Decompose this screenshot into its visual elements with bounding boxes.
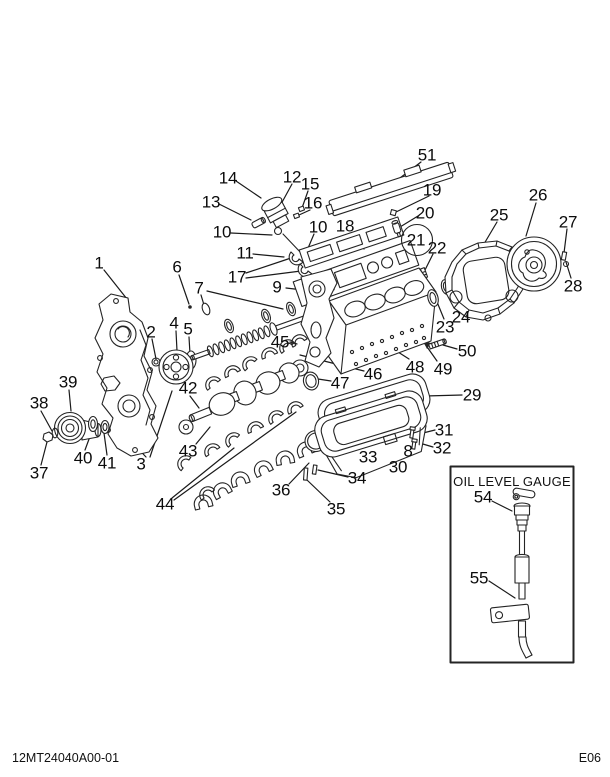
part-label-6[interactable]: 6 xyxy=(172,257,182,277)
part-label-48[interactable]: 48 xyxy=(405,357,425,377)
part-label-1[interactable]: 1 xyxy=(94,253,104,273)
part-label-34[interactable]: 34 xyxy=(347,468,367,488)
part-label-44[interactable]: 44 xyxy=(155,494,175,514)
part-label-47[interactable]: 47 xyxy=(330,373,350,393)
inset-title: OIL LEVEL GAUGE xyxy=(453,474,571,489)
part-label-24[interactable]: 24 xyxy=(451,307,471,327)
dipstick-drawing xyxy=(489,487,536,659)
part-label-3[interactable]: 3 xyxy=(136,454,146,474)
part-label-9[interactable]: 9 xyxy=(272,277,282,297)
part-label-15[interactable]: 15 xyxy=(300,174,320,194)
part-label-49[interactable]: 49 xyxy=(433,359,453,379)
part-label-51[interactable]: 51 xyxy=(417,145,437,165)
part-label-14[interactable]: 14 xyxy=(218,168,238,188)
part-label-38[interactable]: 38 xyxy=(29,393,49,413)
part-label-25[interactable]: 25 xyxy=(489,205,509,225)
oil-pan-drawing xyxy=(302,390,428,481)
part-label-23[interactable]: 23 xyxy=(435,317,455,337)
part-label-27[interactable]: 27 xyxy=(558,212,578,232)
crankshaft-drawing xyxy=(178,359,309,435)
part-label-22[interactable]: 22 xyxy=(427,238,447,258)
crank-pulley-drawing xyxy=(42,411,110,445)
part-label-20[interactable]: 20 xyxy=(415,203,435,223)
timing-cover-drawing xyxy=(94,293,161,457)
valve-cover-gasket-drawing xyxy=(298,216,405,269)
part-label-31[interactable]: 31 xyxy=(434,420,454,440)
part-label-32[interactable]: 32 xyxy=(432,438,452,458)
part-label-45[interactable]: 45 xyxy=(270,332,290,352)
part-label-5[interactable]: 5 xyxy=(183,319,193,339)
part-label-10a[interactable]: 10 xyxy=(212,222,232,242)
part-label-33[interactable]: 33 xyxy=(358,447,378,467)
document-number: 12MT24040A00-01 xyxy=(12,751,120,765)
part-label-37[interactable]: 37 xyxy=(29,463,49,483)
part-label-43[interactable]: 43 xyxy=(178,441,198,461)
part-label-28[interactable]: 28 xyxy=(563,276,583,296)
part-label-21[interactable]: 21 xyxy=(406,230,426,250)
part-label-10b[interactable]: 10 xyxy=(308,217,328,237)
part-label-26[interactable]: 26 xyxy=(528,185,548,205)
small-hardware-drawing xyxy=(389,209,429,279)
page-code: E06 xyxy=(578,751,601,765)
part-label-36[interactable]: 36 xyxy=(271,480,291,500)
part-label-13[interactable]: 13 xyxy=(201,192,221,212)
part-label-16[interactable]: 16 xyxy=(303,193,323,213)
part-label-40[interactable]: 40 xyxy=(73,448,93,468)
part-label-18[interactable]: 18 xyxy=(335,216,355,236)
flywheel-housing-drawing xyxy=(444,240,527,322)
part-label-19[interactable]: 19 xyxy=(422,180,442,200)
part-label-2[interactable]: 2 xyxy=(146,322,156,342)
part-label-30[interactable]: 30 xyxy=(388,457,408,477)
part-label-7[interactable]: 7 xyxy=(194,278,204,298)
part-label-41[interactable]: 41 xyxy=(97,453,117,473)
part-label-8[interactable]: 8 xyxy=(403,441,413,461)
part-label-4[interactable]: 4 xyxy=(169,313,179,333)
part-label-55[interactable]: 55 xyxy=(469,568,489,588)
part-label-42[interactable]: 42 xyxy=(178,378,198,398)
part-label-11[interactable]: 11 xyxy=(236,243,254,263)
leader-lines xyxy=(40,161,572,503)
valve-cover-drawing xyxy=(325,161,457,217)
part-label-50[interactable]: 50 xyxy=(457,341,477,361)
flywheel-drawing xyxy=(506,236,570,292)
part-label-17[interactable]: 17 xyxy=(227,267,247,287)
highlight-circle xyxy=(400,223,434,257)
engine-block-drawing xyxy=(300,267,447,375)
part-label-35[interactable]: 35 xyxy=(326,499,346,519)
part-label-54[interactable]: 54 xyxy=(473,487,493,507)
part-label-12[interactable]: 12 xyxy=(282,167,302,187)
part-label-39[interactable]: 39 xyxy=(58,372,78,392)
part-label-46[interactable]: 46 xyxy=(363,364,383,384)
part-label-29[interactable]: 29 xyxy=(462,385,482,405)
oil-level-gauge-inset xyxy=(449,465,575,664)
